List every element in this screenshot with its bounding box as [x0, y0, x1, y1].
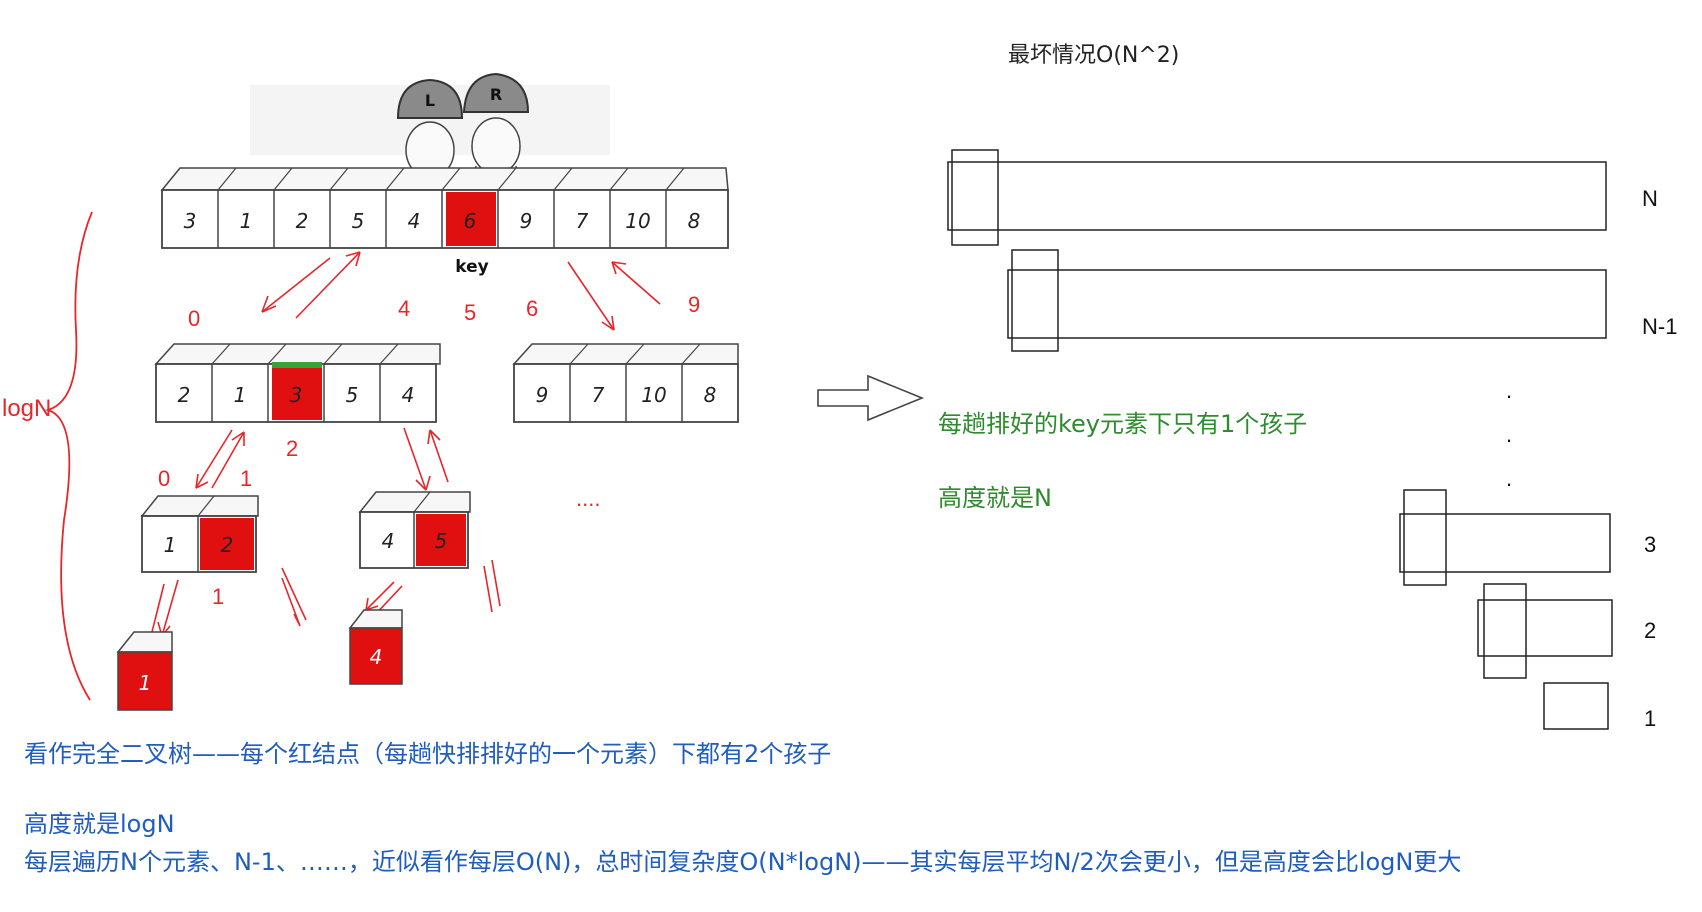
level3-right-cell: 4 [348, 609, 403, 685]
l1-left-cell-4: 4 [402, 383, 415, 407]
top-cell-4: 4 [408, 209, 421, 233]
red-index-l2-0: 0 [158, 466, 170, 491]
l1-right-cell-0: 9 [536, 383, 549, 407]
blue-note-1: 看作完全二叉树——每个红结点（每趟快排排好的一个元素）下都有2个孩子 [24, 740, 831, 768]
top-cell-7: 7 [576, 209, 589, 233]
red-arrows-top [261, 251, 661, 331]
red-index-9: 9 [688, 292, 700, 317]
top-array: 3 1 2 5 4 6 9 7 10 8 key [160, 167, 729, 277]
label-3: 3 [1644, 532, 1656, 557]
dot-3: . [1506, 466, 1512, 491]
level1-left-array: 2 1 3 5 4 [154, 343, 441, 423]
key-label: key [455, 257, 488, 277]
top-cell-0: 3 [184, 209, 197, 233]
l3-left-cell: 1 [139, 671, 152, 695]
green-note-2: 高度就是N [938, 484, 1052, 512]
red-index-l2-1b: 1 [212, 584, 224, 609]
l1-right-cell-2: 10 [641, 383, 666, 407]
red-index-6: 6 [526, 296, 538, 321]
l1-left-cell-0: 2 [178, 383, 191, 407]
top-cell-5: 6 [464, 209, 477, 233]
l3-right-cell: 4 [370, 645, 383, 669]
l2-left-pivot-highlight [200, 518, 254, 570]
l1-left-cell-2: 3 [290, 383, 303, 407]
worst-case-title: 最坏情况O(N^2) [1008, 43, 1179, 68]
transition-arrow [817, 374, 925, 422]
blue-note-3: 每层遍历N个元素、N-1、……，近似看作每层O(N)，总时间复杂度O(N*log… [24, 848, 1461, 876]
top-cell-2: 2 [296, 209, 309, 233]
level3-left-cell: 1 [116, 631, 173, 711]
key-cell-highlight [446, 192, 496, 246]
red-index-0: 0 [188, 306, 200, 331]
level2-left-array: 1 2 [140, 495, 259, 573]
blue-note-2: 高度就是logN [24, 810, 175, 838]
top-cell-6: 9 [520, 209, 533, 233]
ellipsis: .... [576, 486, 600, 511]
top-cell-8: 10 [625, 209, 650, 233]
red-arrows-middle [195, 427, 449, 491]
red-index-4: 4 [398, 296, 410, 321]
top-cell-1: 1 [240, 209, 253, 233]
helmet-left-letter: L [425, 91, 435, 110]
top-cell-9: 8 [688, 209, 701, 233]
label-1: 1 [1644, 706, 1656, 731]
l1-right-cell-3: 8 [704, 383, 717, 407]
label-N-1: N-1 [1642, 314, 1677, 339]
logN-brace [44, 211, 93, 701]
helmet-right-letter: R [490, 85, 502, 104]
l1-left-cell-3: 5 [346, 383, 359, 407]
level2-right-array: 4 5 [358, 491, 471, 569]
l1-left-cell-1: 1 [234, 383, 247, 407]
l2-right-cell-1: 5 [435, 529, 448, 553]
l2-left-cell-1: 2 [221, 533, 234, 557]
label-2: 2 [1644, 618, 1656, 643]
worst-case-bars [947, 149, 1613, 730]
helmet-characters-illustration: L R [250, 72, 610, 201]
l1-right-cell-1: 7 [592, 383, 605, 407]
label-N: N [1642, 186, 1658, 211]
l2-right-pivot-highlight [416, 514, 466, 566]
logN-label: logN [2, 395, 51, 422]
top-cell-3: 5 [352, 209, 365, 233]
red-index-2: 2 [286, 436, 298, 461]
red-index-l2-1: 1 [240, 466, 252, 491]
l2-left-cell-0: 1 [164, 533, 177, 557]
l2-right-cell-0: 4 [382, 529, 395, 553]
dot-1: . [1506, 378, 1512, 403]
dot-2: . [1506, 422, 1512, 447]
red-index-5: 5 [464, 300, 476, 325]
green-note-1: 每趟排好的key元素下只有1个孩子 [938, 410, 1307, 438]
level1-right-array: 9 7 10 8 [512, 343, 739, 423]
pivot-cell-highlight [272, 366, 322, 420]
